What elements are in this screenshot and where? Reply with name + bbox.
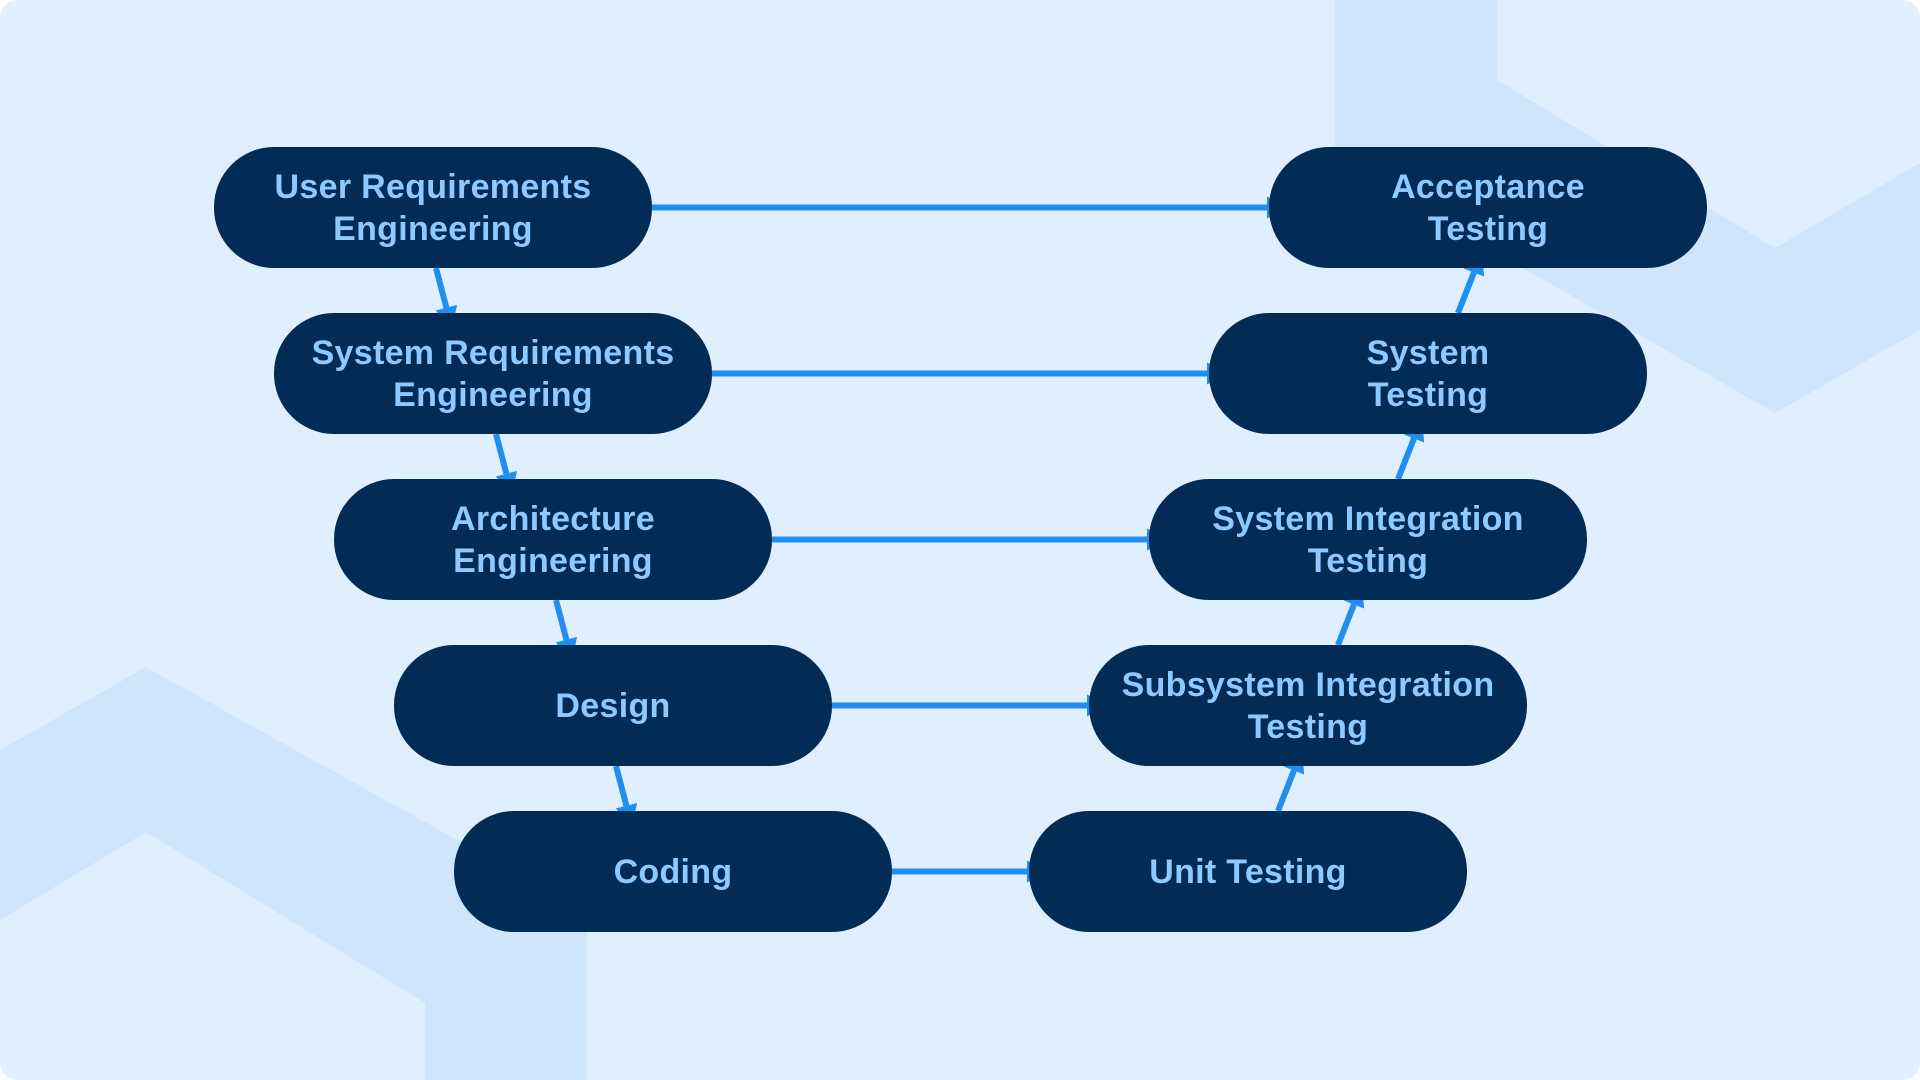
node-architecture-engineering: Architecture Engineering (334, 479, 772, 600)
node-design: Design (394, 645, 832, 766)
arrow-design-to-subsystem-integration (832, 694, 1109, 717)
node-subsystem-integration-testing: Subsystem Integration Testing (1089, 645, 1527, 766)
node-acceptance-testing: Acceptance Testing (1269, 147, 1707, 268)
node-system-integration-testing: System Integration Testing (1149, 479, 1587, 600)
connector-line (1335, 603, 1357, 647)
connector-line (1455, 271, 1477, 315)
node-unit-testing: Unit Testing (1029, 811, 1467, 932)
arrow-system-requirements-to-system-testing (712, 362, 1229, 385)
connector-line (493, 433, 510, 475)
connector-line (613, 765, 630, 807)
node-system-requirements-engineering: System Requirements Engineering (274, 313, 712, 434)
connector-line (1395, 437, 1417, 481)
arrow-user-requirements-to-acceptance-testing (652, 196, 1289, 219)
background-hexagon-shape-bottom-left (0, 667, 587, 1080)
arrow-architecture-to-system-integration (772, 528, 1169, 551)
node-user-requirements-engineering: User Requirements Engineering (214, 147, 652, 268)
connector-line (433, 267, 450, 309)
connector-line (1275, 769, 1297, 813)
connector-line (553, 599, 570, 641)
arrow-coding-to-unit-testing (892, 860, 1049, 883)
node-coding: Coding (454, 811, 892, 932)
node-system-testing: System Testing (1209, 313, 1647, 434)
